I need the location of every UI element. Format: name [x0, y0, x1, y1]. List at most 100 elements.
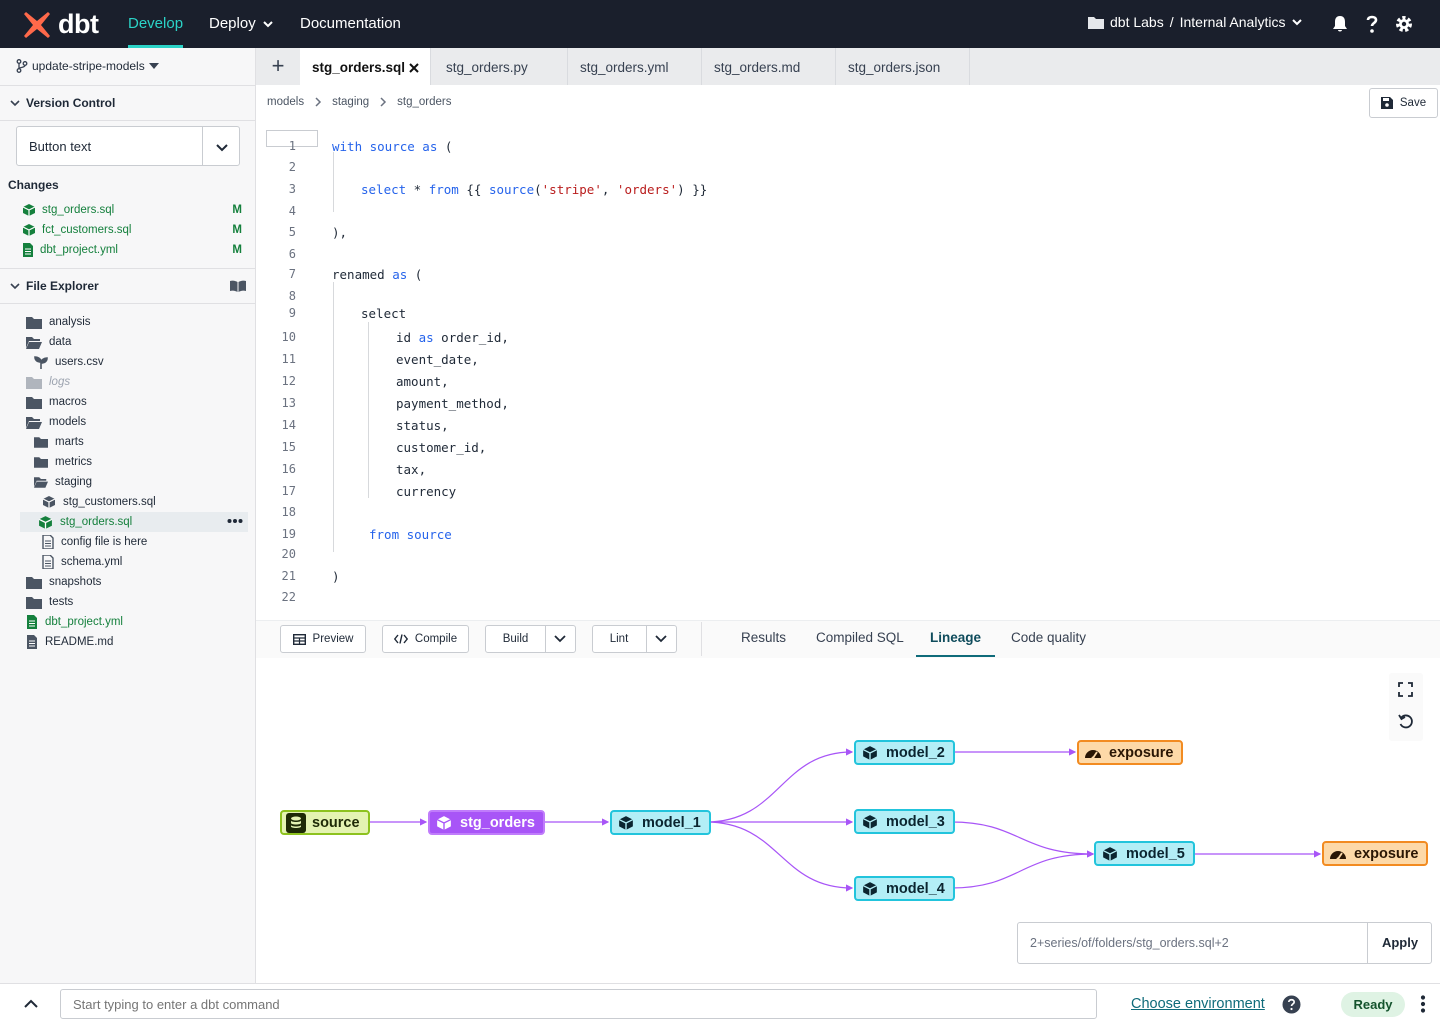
- tab-stg-orders-json[interactable]: stg_orders.json: [836, 48, 970, 85]
- chevron-down-icon: [1292, 19, 1303, 26]
- tree-file-readme[interactable]: README.md: [26, 632, 113, 652]
- gear-icon[interactable]: [1394, 14, 1414, 34]
- fullscreen-icon[interactable]: [1398, 682, 1413, 697]
- line-number: 2: [288, 160, 296, 174]
- change-item[interactable]: dbt_project.yml M: [22, 240, 242, 260]
- node-model-5[interactable]: model_5: [1094, 841, 1195, 866]
- preview-button[interactable]: Preview: [280, 625, 366, 653]
- tab-compiled-sql[interactable]: Compiled SQL: [816, 630, 904, 645]
- tree-file-stg-orders[interactable]: stg_orders.sql: [38, 512, 132, 532]
- apply-button[interactable]: Apply: [1367, 923, 1432, 963]
- command-input-wrapper: [60, 989, 1097, 1019]
- node-stg-orders[interactable]: stg_orders: [428, 810, 545, 835]
- node-model-1[interactable]: model_1: [610, 810, 711, 835]
- node-exposure[interactable]: exposure: [1322, 841, 1429, 866]
- tree-item-label: stg_orders.sql: [60, 516, 133, 528]
- save-button[interactable]: Save: [1369, 88, 1438, 118]
- tab-stg-orders-yml[interactable]: stg_orders.yml: [568, 48, 702, 85]
- branch-selector[interactable]: update-stripe-models: [16, 59, 159, 73]
- selector-input[interactable]: 2+series/of/folders/stg_orders.sql+2: [1030, 936, 1229, 950]
- version-control-header[interactable]: Version Control: [0, 85, 256, 121]
- tree-item-label: models: [49, 416, 87, 428]
- tree-folder-snapshots[interactable]: snapshots: [26, 572, 101, 592]
- seed-icon: [34, 356, 48, 369]
- help-circle-icon[interactable]: [1282, 995, 1301, 1014]
- tree-file-schema[interactable]: schema.yml: [42, 552, 122, 572]
- choose-environment-link[interactable]: Choose environment: [1131, 996, 1265, 1012]
- breadcrumb-item[interactable]: models: [267, 96, 305, 108]
- project-switcher[interactable]: dbt Labs / Internal Analytics: [1088, 14, 1303, 30]
- tree-folder-staging[interactable]: staging: [34, 472, 92, 492]
- change-item[interactable]: fct_customers.sql M: [22, 220, 242, 240]
- dbt-logo[interactable]: dbt: [22, 9, 99, 40]
- tree-item-label: analysis: [49, 316, 91, 328]
- folder-icon: [26, 576, 42, 589]
- tab-stg-orders-md[interactable]: stg_orders.md: [702, 48, 836, 85]
- node-source[interactable]: source: [280, 810, 370, 835]
- nav-deploy[interactable]: Deploy: [209, 0, 274, 48]
- tab-code-quality[interactable]: Code quality: [1011, 630, 1087, 645]
- lineage-selector: 2+series/of/folders/stg_orders.sql+2 App…: [1017, 922, 1432, 964]
- tree-folder-tests[interactable]: tests: [26, 592, 73, 612]
- code-line: tax,: [396, 462, 426, 477]
- folder-icon: [34, 437, 48, 448]
- branch-name: update-stripe-models: [32, 59, 145, 73]
- editor-tab-bar: + stg_orders.sql stg_orders.py stg_order…: [256, 48, 1440, 85]
- nav-documentation[interactable]: Documentation: [300, 15, 401, 32]
- chevron-down-icon[interactable]: [215, 140, 229, 154]
- version-control-select[interactable]: Button text: [16, 126, 240, 166]
- tree-folder-macros[interactable]: macros: [26, 392, 87, 412]
- node-label: model_1: [642, 814, 701, 831]
- tree-folder-analysis[interactable]: analysis: [26, 312, 91, 332]
- close-icon[interactable]: [409, 63, 419, 73]
- more-options-icon[interactable]: [227, 518, 243, 524]
- tree-folder-models[interactable]: models: [26, 412, 86, 432]
- tree-item-label: data: [49, 336, 72, 348]
- tree-file-users-csv[interactable]: users.csv: [34, 352, 104, 372]
- tree-folder-logs[interactable]: logs: [26, 372, 70, 392]
- top-nav-bar: dbt Develop Deploy Documentation dbt Lab…: [0, 0, 1440, 48]
- tree-file-stg-customers[interactable]: stg_customers.sql: [42, 492, 156, 512]
- bell-icon[interactable]: [1330, 14, 1350, 34]
- code-token: payment_method,: [396, 396, 509, 411]
- tab-stg-orders-sql[interactable]: stg_orders.sql: [300, 48, 431, 85]
- indent-guide: [333, 282, 334, 552]
- breadcrumb-item[interactable]: stg_orders: [397, 96, 452, 108]
- node-model-4[interactable]: model_4: [854, 876, 955, 901]
- tree-folder-marts[interactable]: marts: [34, 432, 84, 452]
- file-explorer-title: File Explorer: [26, 279, 99, 293]
- tree-folder-data[interactable]: data: [26, 332, 71, 352]
- table-icon: [292, 633, 306, 645]
- reset-icon[interactable]: [1398, 714, 1414, 730]
- tree-file-config[interactable]: config file is here: [42, 532, 147, 552]
- line-number: 15: [281, 440, 296, 454]
- breadcrumb-item[interactable]: staging: [332, 96, 370, 108]
- build-button[interactable]: Build: [502, 633, 529, 645]
- new-tab-button[interactable]: +: [256, 48, 300, 85]
- tab-lineage[interactable]: Lineage: [916, 620, 995, 657]
- code-line: event_date,: [396, 352, 479, 367]
- compile-button[interactable]: Compile: [382, 625, 469, 653]
- chevron-up-icon[interactable]: [23, 998, 39, 1010]
- help-icon[interactable]: [1362, 14, 1382, 34]
- file-explorer-header[interactable]: File Explorer: [0, 268, 256, 304]
- book-icon[interactable]: [230, 280, 246, 292]
- lint-button[interactable]: Lint: [609, 633, 629, 645]
- tree-item-label: config file is here: [61, 536, 148, 548]
- code-editor[interactable]: [256, 128, 1440, 608]
- tree-folder-metrics[interactable]: metrics: [34, 452, 92, 472]
- nav-develop[interactable]: Develop: [128, 0, 184, 48]
- line-number: 1: [288, 139, 296, 153]
- chevron-down-icon[interactable]: [554, 634, 566, 644]
- node-model-3[interactable]: model_3: [854, 809, 955, 834]
- tab-stg-orders-py[interactable]: stg_orders.py: [434, 48, 568, 85]
- node-model-2[interactable]: model_2: [854, 740, 955, 765]
- tab-results[interactable]: Results: [741, 630, 787, 645]
- tree-file-dbt-project[interactable]: dbt_project.yml: [26, 612, 123, 632]
- node-exposure[interactable]: exposure: [1077, 740, 1184, 765]
- model-icon: [1100, 844, 1120, 864]
- more-vertical-icon[interactable]: [1420, 995, 1426, 1013]
- change-item[interactable]: stg_orders.sql M: [22, 200, 242, 220]
- chevron-down-icon[interactable]: [655, 634, 667, 644]
- command-input[interactable]: [61, 990, 1096, 1018]
